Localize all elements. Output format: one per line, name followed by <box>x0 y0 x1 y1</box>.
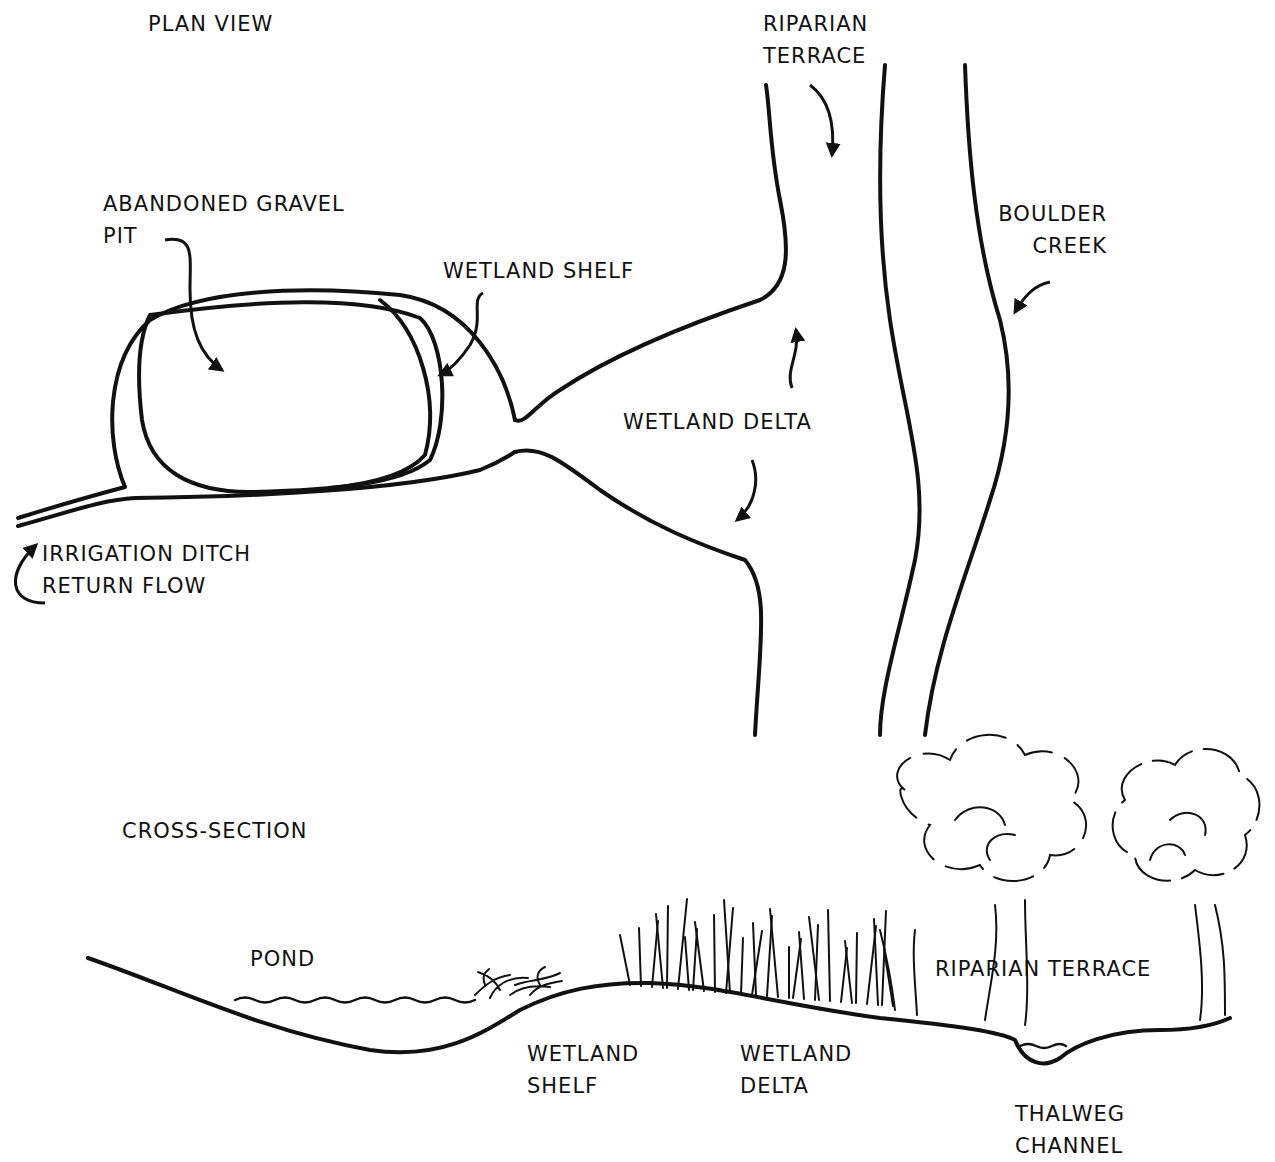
site-label: WETLAND SHELF <box>443 255 634 287</box>
site-label: POND <box>250 943 315 975</box>
site-label: WETLAND DELTA <box>740 1038 856 1102</box>
site-label: ABANDONED GRAVEL PIT <box>103 188 348 252</box>
site-label: THALWEG CHANNEL <box>1015 1098 1129 1162</box>
site-label: WETLAND DELTA <box>623 406 812 438</box>
site-label: RIPARIAN TERRACE <box>763 8 872 72</box>
site-label: IRRIGATION DITCH RETURN FLOW <box>42 538 254 602</box>
site-label: RIPARIAN TERRACE <box>935 953 1151 985</box>
site-label: CROSS-SECTION <box>122 815 308 847</box>
site-label: WETLAND SHELF <box>527 1038 643 1102</box>
site-label: PLAN VIEW <box>148 8 273 40</box>
site-label: BOULDER CREEK <box>995 198 1107 262</box>
